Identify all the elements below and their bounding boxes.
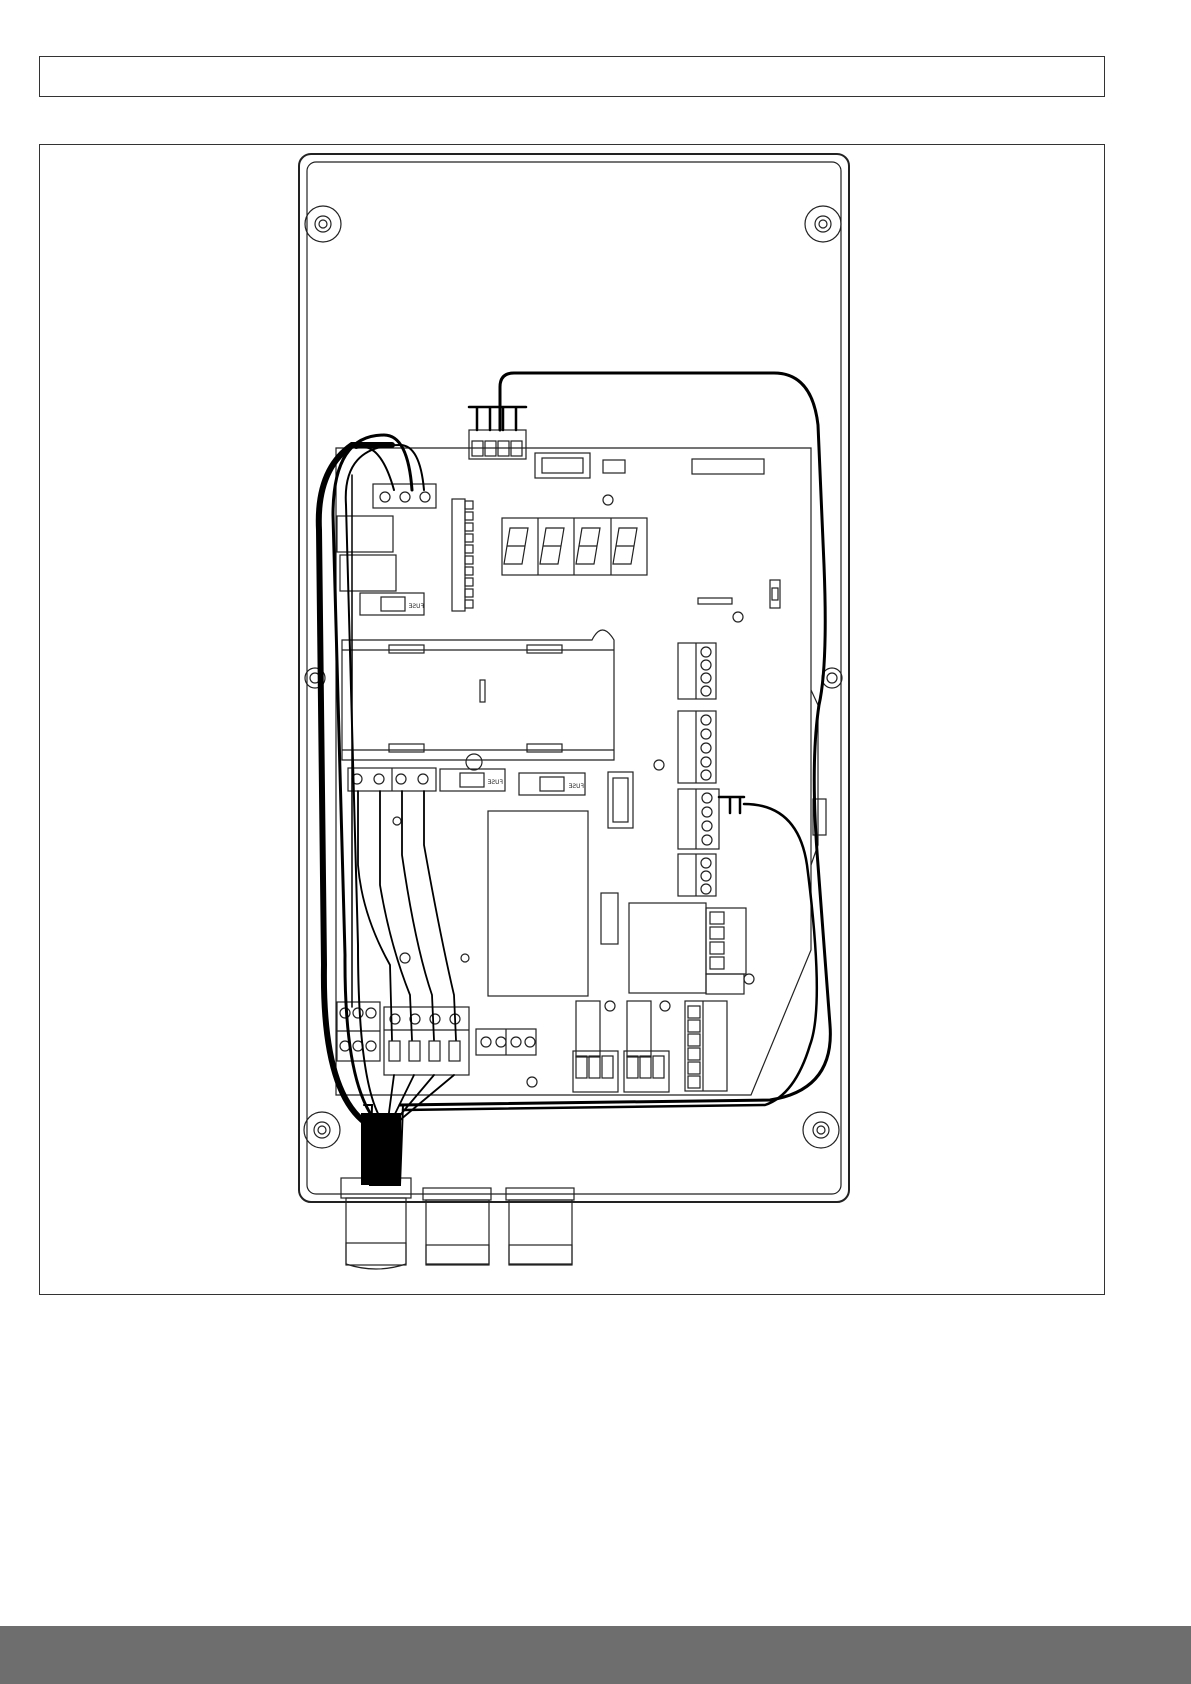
- connector-ribbon-middle: [608, 772, 633, 828]
- terminal-block-bottom-right: [685, 1001, 727, 1091]
- wire-top-loop: [400, 373, 830, 1105]
- cable-gland-2: [423, 1188, 491, 1265]
- mount-hole-pcb: [393, 817, 401, 825]
- terminal-block-top-4pin: [469, 430, 526, 459]
- terminal-block-screw-3pin: [373, 484, 436, 508]
- terminal-block-middle: [348, 768, 436, 791]
- terminal-block-right-2: [678, 711, 716, 783]
- figure-frame: FUSE: [39, 144, 1105, 1295]
- header-pins-long: [692, 459, 764, 474]
- wiring-diagram: FUSE: [40, 145, 1105, 1295]
- wire-left-2: [333, 435, 412, 1130]
- header-pins-row-right: [698, 598, 732, 604]
- fuse-label: FUSE: [487, 779, 503, 786]
- header-pins-small: [603, 460, 625, 473]
- relay-bottom-2: [624, 1001, 669, 1092]
- mounting-hole-top-left: [305, 206, 341, 242]
- mounting-hole-top-right: [805, 206, 841, 242]
- transformer-area: [488, 811, 588, 996]
- pcb-board: [336, 448, 818, 1095]
- mounting-hole-bottom-left: [304, 1112, 340, 1148]
- seven-segment-display: [502, 518, 647, 575]
- mount-hole-pcb: [733, 612, 743, 622]
- terminal-block-right-1: [678, 643, 716, 699]
- wire-right-loop: [403, 804, 817, 1110]
- wire-middle-1: [358, 791, 392, 1040]
- relay-bottom-1: [573, 1001, 618, 1092]
- relay-large: [629, 903, 754, 994]
- mount-hole-pcb: [660, 1001, 670, 1011]
- terminal-block-bottom-wired: [384, 1007, 469, 1075]
- fuse-holder-left: FUSE: [360, 593, 424, 615]
- jumper-right: [770, 580, 780, 608]
- mount-hole-pcb: [654, 760, 664, 770]
- wire-left-thick: [319, 445, 392, 1130]
- connector-ribbon-top: [535, 453, 590, 478]
- cable-gland-1: [341, 1178, 411, 1269]
- enclosure: [299, 154, 849, 1202]
- wire-right-terminals: [719, 797, 744, 813]
- footer-bar: [0, 1626, 1191, 1684]
- mount-hole-pcb: [400, 953, 410, 963]
- capacitor-vertical: [601, 893, 618, 944]
- wire-middle-3: [402, 791, 434, 1040]
- wire-top-terminals: [469, 407, 526, 430]
- header-frame: [39, 56, 1105, 97]
- terminal-block-bottom-small: [476, 1029, 536, 1055]
- fuse-label: FUSE: [568, 783, 584, 790]
- wire-middle-2: [380, 791, 412, 1040]
- terminal-block-bottom-left: [337, 1002, 380, 1061]
- power-module: [342, 630, 614, 760]
- wire-middle-4: [424, 791, 456, 1040]
- cable-gland-3: [506, 1188, 574, 1265]
- fuse-label: FUSE: [408, 603, 424, 610]
- mounting-hole-bottom-right: [803, 1112, 839, 1148]
- dip-switch-strip: [452, 499, 473, 611]
- terminal-block-right-4: [678, 854, 716, 896]
- cable-bundle: [361, 1105, 423, 1185]
- mount-hole-pcb: [461, 954, 469, 962]
- fuse-holder-right: FUSE: [519, 773, 585, 795]
- mount-hole-pcb: [527, 1077, 537, 1087]
- terminal-block-right-3: [678, 789, 719, 849]
- mount-hole-pcb: [603, 495, 613, 505]
- mount-hole-pcb: [605, 1001, 615, 1011]
